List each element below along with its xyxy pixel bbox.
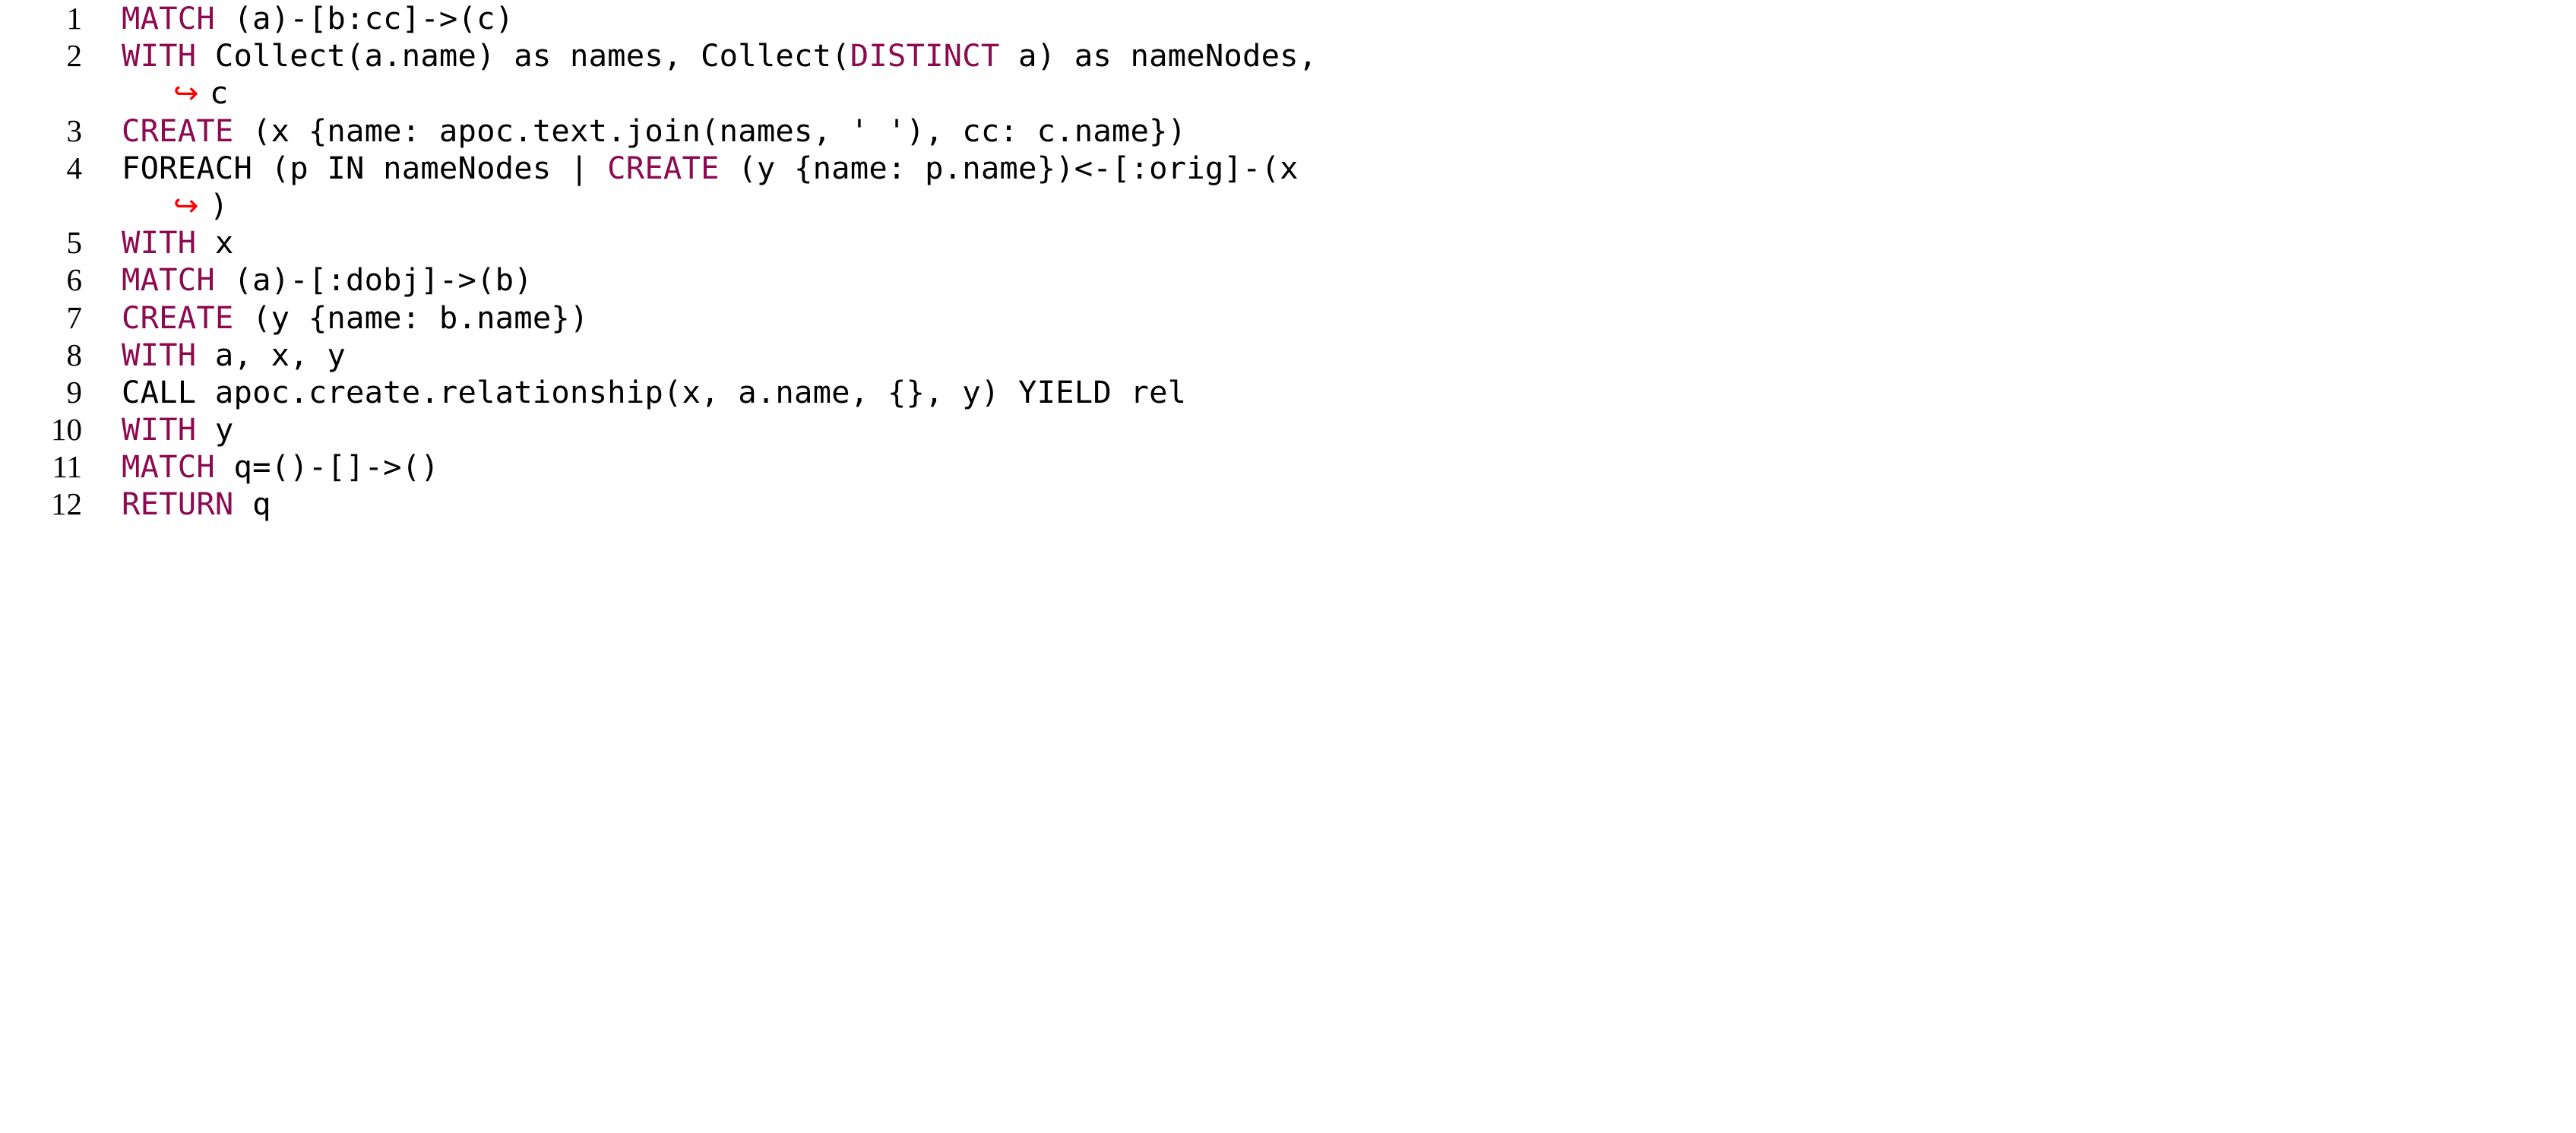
code-continuation-line: ↪) <box>0 187 2576 224</box>
line-number: 2 <box>66 38 83 74</box>
line-wrap-arrow-icon: ↪ <box>173 188 199 223</box>
code-line: 10 WITH y <box>0 411 2576 448</box>
code-keyword: CREATE <box>122 112 234 149</box>
code-token: (y {name: p.name})<-[:orig]-(x <box>719 149 1299 186</box>
code-token: x <box>196 224 234 261</box>
code-text: WITH y <box>122 411 234 448</box>
code-keyword: WITH <box>122 336 197 373</box>
code-line: 3 CREATE (x {name: apoc.text.join(names, … <box>0 112 2576 150</box>
code-text: CREATE (x {name: apoc.text.join(names, '… <box>122 112 1186 150</box>
code-line: 6 MATCH (a)-[:dobj]->(b) <box>0 261 2576 299</box>
code-line: 12 RETURN q <box>0 486 2576 523</box>
code-text: WITH x <box>122 224 234 261</box>
code-line: 2 WITH Collect(a.name) as names, Collect(… <box>0 37 2576 74</box>
code-line: 5 WITH x <box>0 224 2576 261</box>
code-line: 7 CREATE (y {name: b.name}) <box>0 299 2576 337</box>
line-number: 5 <box>66 225 83 261</box>
line-number: 11 <box>52 449 82 485</box>
code-token: Collect(a.name) as names, Collect( <box>196 37 850 74</box>
line-number: 10 <box>51 412 82 448</box>
code-text: CREATE (y {name: b.name}) <box>122 299 589 337</box>
line-number: 12 <box>51 486 82 522</box>
line-number: 7 <box>66 299 83 335</box>
line-number: 3 <box>66 112 83 148</box>
code-keyword: DISTINCT <box>850 37 1000 74</box>
code-token: (a)-[:dobj]->(b) <box>214 261 533 299</box>
code-line: 1 MATCH (a)-[b:cc]->(c) <box>0 0 2576 37</box>
code-text: CALL apoc.create.relationship(x, a.name,… <box>122 374 1186 411</box>
code-line: 9 CALL apoc.create.relationship(x, a.name… <box>0 374 2576 411</box>
code-token: a, x, y <box>196 336 347 373</box>
code-text: WITH a, x, y <box>122 337 346 374</box>
code-token: CALL apoc.create.relationship(x, a.name,… <box>122 373 1187 410</box>
code-keyword: MATCH <box>122 261 215 299</box>
code-token: (a)-[b:cc]->(c) <box>214 0 514 36</box>
code-token: (y {name: b.name}) <box>233 299 589 336</box>
code-text: FOREACH (p IN nameNodes | CREATE (y {nam… <box>122 150 1299 187</box>
code-token: q <box>233 486 271 523</box>
code-keyword: WITH <box>122 411 197 448</box>
code-text: RETURN q <box>122 486 271 523</box>
code-token: a) as nameNodes, <box>999 37 1318 74</box>
code-keyword: CREATE <box>607 149 720 186</box>
line-number: 4 <box>66 150 83 185</box>
code-text: MATCH q=()-[]->() <box>122 448 439 486</box>
line-number: 1 <box>66 1 83 36</box>
line-number: 9 <box>66 374 83 410</box>
code-continuation-line: ↪c <box>0 74 2576 112</box>
code-line: 11 MATCH q=()-[]->() <box>0 448 2576 486</box>
code-continuation-text: c <box>210 74 229 112</box>
code-keyword: RETURN <box>122 486 234 523</box>
code-keyword: WITH <box>122 224 197 261</box>
code-text: WITH Collect(a.name) as names, Collect(D… <box>122 37 1317 74</box>
code-line: 4 FOREACH (p IN nameNodes | CREATE (y {na… <box>0 150 2576 187</box>
code-keyword: WITH <box>122 37 197 74</box>
code-keyword: CREATE <box>122 299 234 336</box>
line-wrap-arrow-icon: ↪ <box>173 76 199 112</box>
code-token: y <box>196 411 234 448</box>
code-token: FOREACH (p IN nameNodes | <box>122 149 608 186</box>
code-continuation-text: ) <box>210 186 229 223</box>
code-keyword: MATCH <box>122 448 215 486</box>
code-text: MATCH (a)-[:dobj]->(b) <box>122 261 533 299</box>
code-token: q=()-[]->() <box>214 448 439 486</box>
code-keyword: MATCH <box>122 0 215 36</box>
code-token: (x {name: apoc.text.join(names, ' '), cc… <box>233 112 1187 149</box>
code-text: MATCH (a)-[b:cc]->(c) <box>122 0 514 37</box>
line-number: 6 <box>66 262 83 298</box>
line-number: 8 <box>66 337 83 372</box>
code-line: 8 WITH a, x, y <box>0 337 2576 374</box>
